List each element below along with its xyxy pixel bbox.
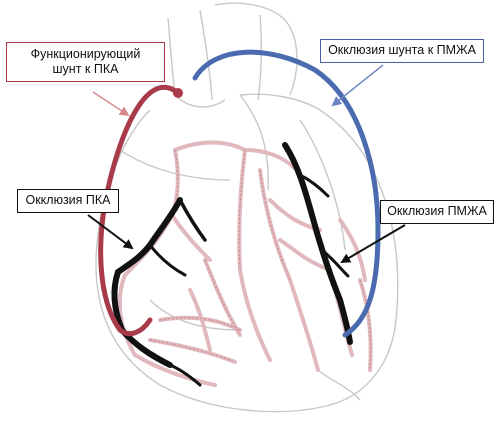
label-functioning-graft-line1: Функционирующий (30, 47, 141, 61)
rca-graft-functioning (98, 84, 181, 337)
coronary-vessels (117, 140, 373, 387)
arrow-lad-occlusion (340, 224, 406, 264)
arrow-rca-occlusion (87, 214, 134, 250)
arrow-occluded-graft (331, 64, 384, 107)
lad-occlusion-segment (282, 142, 353, 345)
label-functioning-graft: Функционирующий шунт к ПКА (6, 42, 165, 82)
label-functioning-graft-line2: шунт к ПКА (52, 62, 119, 76)
label-occlusion-rca: Окклюзия ПКА (17, 189, 119, 213)
label-occlusion-lad: Окклюзия ПМЖА (380, 200, 494, 224)
label-occluded-graft-lad: Окклюзия шунта к ПМЖА (320, 39, 484, 63)
heart-outline (95, 2, 399, 413)
rca-graft-origin (173, 88, 183, 98)
arrow-functioning-graft (92, 91, 130, 117)
lad-graft-occluded (192, 49, 381, 338)
